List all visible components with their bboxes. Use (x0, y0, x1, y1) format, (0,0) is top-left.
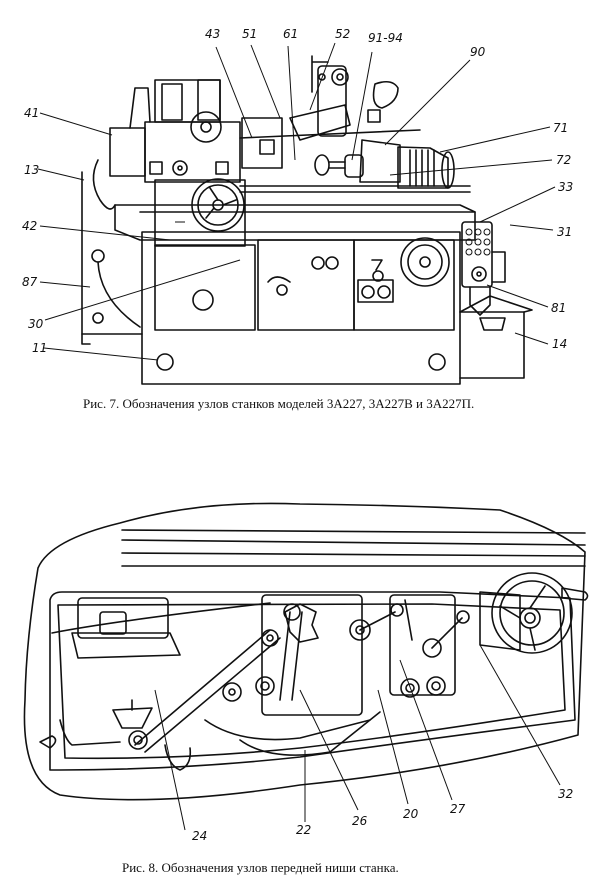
label-20: 20 (403, 807, 419, 821)
label-27: 27 (450, 802, 466, 816)
label-51: 51 (242, 27, 257, 41)
label-61: 61 (283, 27, 298, 41)
label-91-94: 91-94 (368, 31, 403, 45)
label-72: 72 (556, 153, 571, 167)
label-90: 90 (470, 45, 486, 59)
label-11: 11 (32, 341, 47, 355)
figure-8-labels: 24 22 26 20 27 32 (192, 787, 573, 843)
label-24: 24 (192, 829, 207, 843)
label-81: 81 (551, 301, 566, 315)
label-42: 42 (22, 219, 37, 233)
label-43: 43 (205, 27, 220, 41)
label-32: 32 (558, 787, 573, 801)
label-87: 87 (22, 275, 38, 289)
figure-8-caption: Рис. 8. Обозначения узлов передней ниши … (122, 860, 399, 875)
label-30: 30 (28, 317, 44, 331)
label-71: 71 (553, 121, 568, 135)
figure-7-labels: 41 13 43 51 61 52 91-94 90 71 72 33 31 4… (22, 27, 573, 355)
label-31: 31 (557, 225, 572, 239)
figure-7-machine-drawing: 41 13 43 51 61 52 91-94 90 71 72 33 31 4… (22, 27, 573, 385)
niche-body (23, 502, 589, 801)
machine-body (81, 55, 533, 385)
label-22: 22 (296, 823, 311, 837)
label-14: 14 (552, 337, 567, 351)
leader-lines (37, 42, 556, 361)
label-26: 26 (352, 814, 368, 828)
fig8-leader-lines (154, 644, 561, 831)
label-52: 52 (335, 27, 350, 41)
figure-7-caption: Рис. 7. Обозначения узлов станков моделе… (83, 396, 475, 411)
label-33: 33 (558, 180, 573, 194)
label-41: 41 (24, 106, 39, 120)
label-13: 13 (24, 163, 39, 177)
